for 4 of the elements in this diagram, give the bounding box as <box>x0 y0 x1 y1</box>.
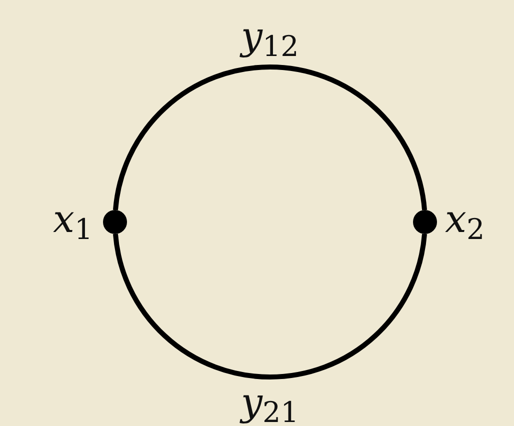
vertex-dot <box>413 210 437 234</box>
vertex-dot <box>103 210 127 234</box>
arc-line <box>113 234 427 380</box>
arc-line <box>113 64 427 210</box>
